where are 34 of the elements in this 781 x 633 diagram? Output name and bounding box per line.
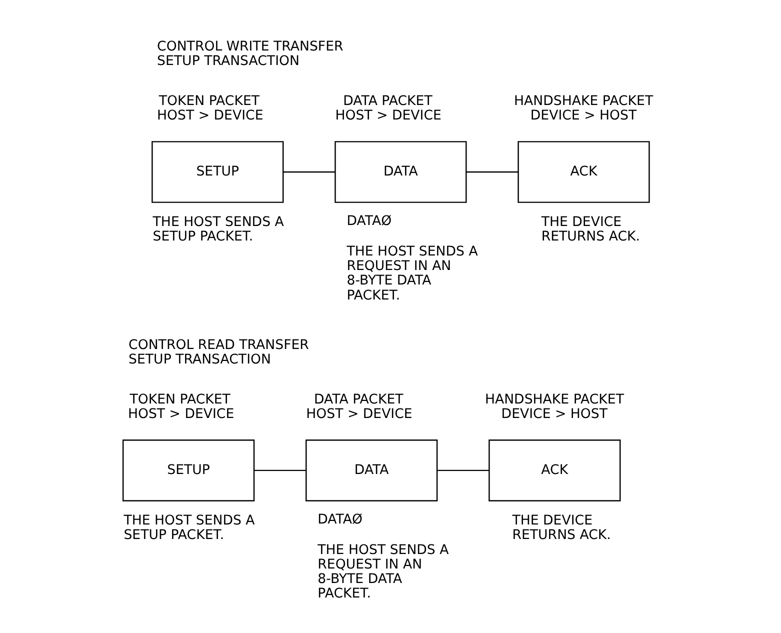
- label: SETUP TRANSACTION: [128, 352, 270, 368]
- node-label: THE DEVICE RETURNS ACK.: [512, 513, 610, 543]
- node-label: TOKEN PACKET: [158, 94, 260, 110]
- node-box: DATA: [334, 141, 466, 203]
- node-box: SETUP: [151, 141, 284, 203]
- node-label: TOKEN PACKET: [129, 392, 230, 408]
- node-label: THE DEVICE RETURNS ACK.: [540, 214, 640, 244]
- connector: [282, 171, 335, 173]
- node-label: DATA PACKET: [314, 392, 403, 408]
- node-label: HOST > DEVICE: [306, 407, 412, 422]
- node-label: DATA PACKET: [342, 94, 432, 110]
- node-box: SETUP: [122, 440, 254, 502]
- node-label: DEVICE > HOST: [530, 108, 636, 124]
- node-box: ACK: [517, 141, 650, 203]
- node-label: THE HOST SENDS A REQUEST IN AN 8-BYTE DATA PACKET.: [317, 543, 448, 602]
- node-label: THE HOST SENDS A SETUP PACKET.: [152, 214, 284, 244]
- node-label: THE HOST SENDS A SETUP PACKET.: [123, 513, 254, 543]
- label: SETUP TRANSACTION: [156, 54, 299, 70]
- connector: [466, 171, 518, 173]
- node-box: DATA: [305, 440, 438, 502]
- node-label: HOST > DEVICE: [127, 407, 234, 422]
- label: CONTROL READ TRANSFER: [128, 338, 308, 353]
- node-label: HANDSHAKE PACKET: [484, 392, 624, 408]
- connector: [436, 470, 489, 472]
- node-label: HANDSHAKE PACKET: [514, 94, 653, 110]
- node-label: THE HOST SENDS A REQUEST IN AN 8-BYTE DATA PACKET.: [346, 244, 478, 304]
- node-label: DATAØ: [346, 214, 392, 230]
- node-label: DEVICE > HOST: [500, 407, 608, 422]
- connector: [254, 470, 306, 472]
- node-box: ACK: [488, 440, 620, 502]
- node-label: HOST > DEVICE: [334, 108, 441, 124]
- label: CONTROL WRITE TRANSFER: [156, 40, 343, 55]
- node-label: HOST > DEVICE: [156, 108, 263, 124]
- node-label: DATAØ: [317, 512, 362, 528]
